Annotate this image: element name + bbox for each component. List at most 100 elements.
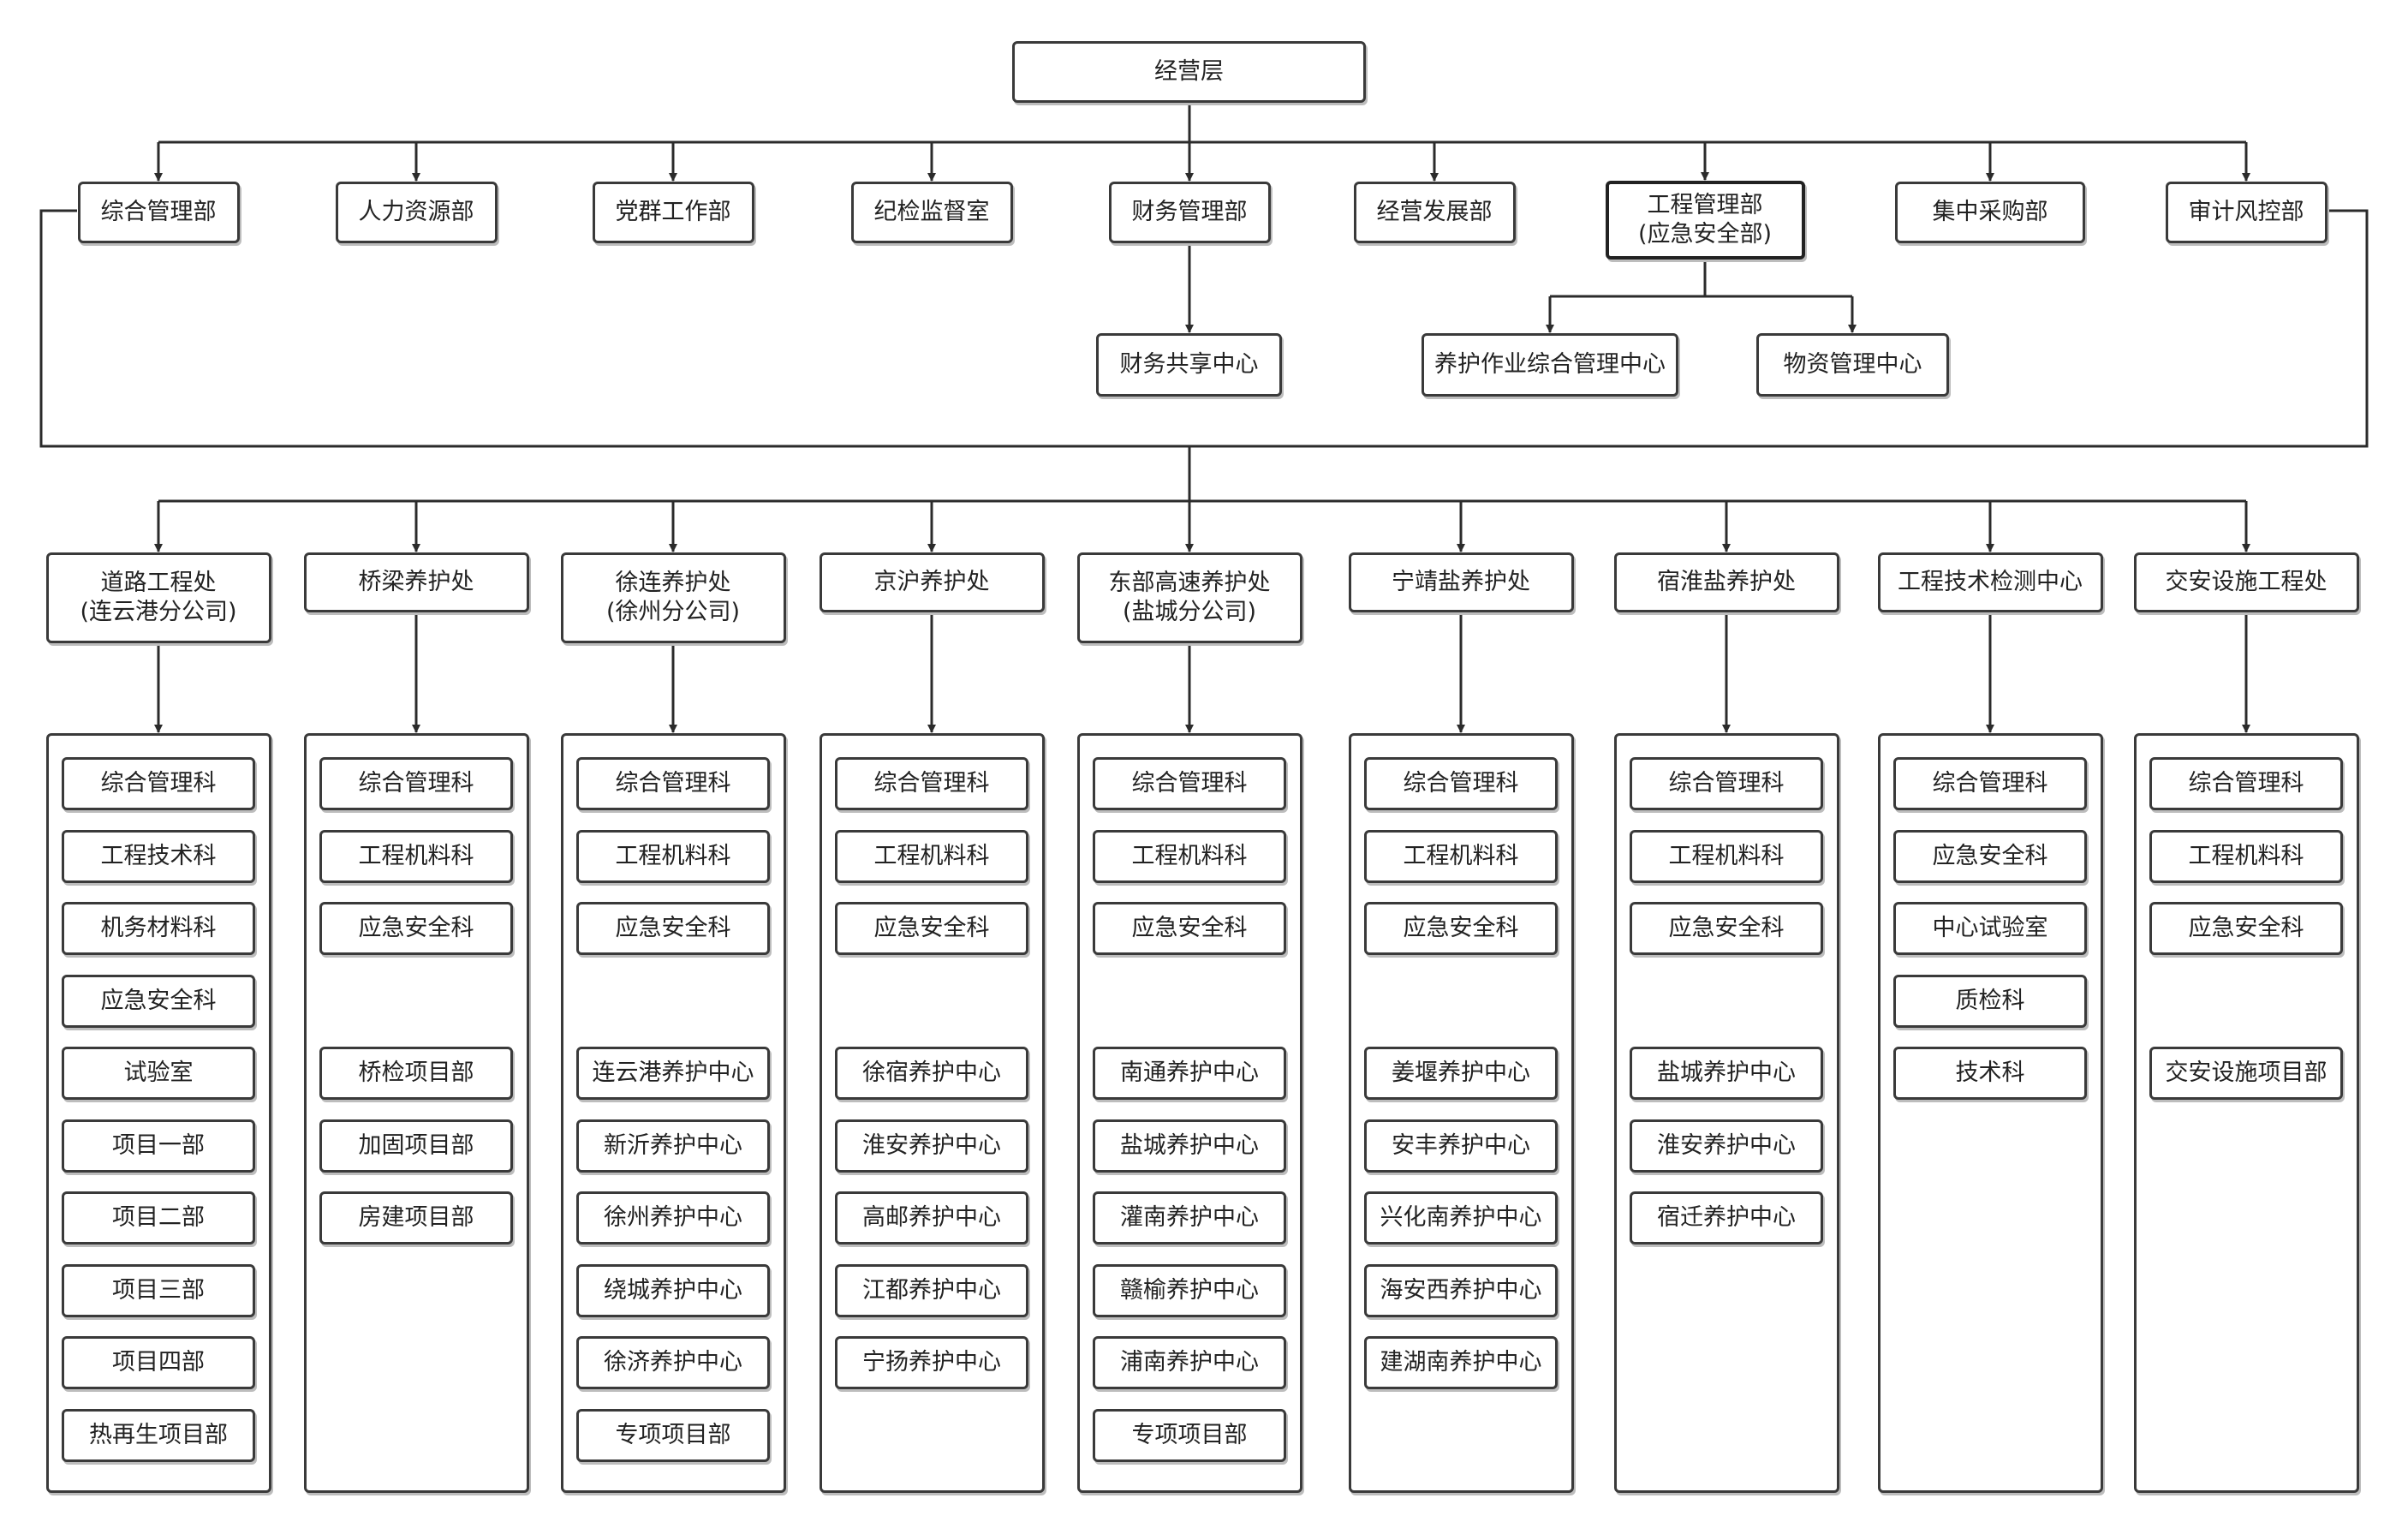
department-box: 审计风控部 (2165, 182, 2328, 243)
unit-box-label: 热再生项目部 (89, 1421, 228, 1448)
branch-box: 东部高速养护处(盐城分公司) (1076, 552, 1302, 643)
unit-box-label: 桥检项目部 (358, 1059, 474, 1087)
unit-box-label: 姜堰养护中心 (1392, 1059, 1530, 1087)
branch-box-label: 工程技术检测中心 (1898, 569, 2083, 596)
department-box: 工程管理部(应急安全部) (1605, 181, 1805, 260)
unit-box: 综合管理科 (1093, 757, 1286, 810)
unit-box: 应急安全科 (1093, 902, 1286, 955)
department-box-label: 审计风控部 (2188, 199, 2304, 226)
unit-box: 徐州养护中心 (576, 1191, 770, 1245)
branch-box-label: 宁靖盐养护处 (1392, 569, 1530, 596)
unit-box: 项目一部 (62, 1119, 255, 1173)
unit-box-label: 宁扬养护中心 (862, 1349, 1001, 1376)
unit-box-label: 赣榆养护中心 (1120, 1276, 1259, 1304)
unit-box: 应急安全科 (1630, 902, 1823, 955)
branch-box-label: 京沪养护处 (873, 569, 990, 596)
unit-box-label: 徐州养护中心 (604, 1204, 742, 1232)
unit-box-label: 新沂养护中心 (604, 1131, 742, 1159)
unit-box-label: 盐城养护中心 (1120, 1131, 1259, 1159)
branch-box-label: 徐连养护处 (615, 570, 731, 597)
unit-box-label: 工程机料科 (2188, 842, 2304, 869)
unit-box-label: 工程机料科 (1131, 842, 1248, 869)
branch-box-label: (连云港分公司) (80, 599, 237, 625)
unit-box-label: 高邮养护中心 (862, 1204, 1001, 1232)
unit-box-label: 应急安全科 (358, 915, 474, 942)
department-box-label: 财务管理部 (1131, 199, 1248, 226)
unit-box: 房建项目部 (319, 1191, 513, 1245)
unit-box-label: 应急安全科 (615, 915, 731, 942)
unit-box-label: 工程机料科 (358, 842, 474, 869)
unit-box: 宿迁养护中心 (1630, 1191, 1823, 1245)
unit-box-label: 南通养护中心 (1120, 1059, 1259, 1087)
unit-box: 工程技术科 (62, 829, 255, 883)
unit-box: 桥检项目部 (319, 1047, 513, 1100)
unit-box: 姜堰养护中心 (1364, 1047, 1558, 1100)
unit-box-label: 工程机料科 (1403, 842, 1519, 869)
unit-box: 项目三部 (62, 1263, 255, 1317)
sub-department-box: 财务共享中心 (1096, 333, 1282, 397)
unit-box: 淮安养护中心 (835, 1119, 1028, 1173)
unit-box-label: 综合管理科 (358, 770, 474, 797)
unit-box: 建湖南养护中心 (1364, 1336, 1558, 1389)
unit-box: 综合管理科 (576, 757, 770, 810)
unit-box: 试验室 (62, 1047, 255, 1100)
branch-box: 宁靖盐养护处 (1348, 552, 1574, 612)
department-box: 人力资源部 (335, 182, 498, 243)
unit-box: 宁扬养护中心 (835, 1336, 1028, 1389)
unit-box: 综合管理科 (62, 757, 255, 810)
branch-box-label: 交安设施工程处 (2165, 569, 2328, 596)
unit-box-label: 应急安全科 (2188, 915, 2304, 942)
unit-box-label: 专项项目部 (1131, 1421, 1248, 1448)
sub-department-box: 养护作业综合管理中心 (1422, 333, 1678, 397)
unit-box: 中心试验室 (1893, 902, 2087, 955)
department-box: 集中采购部 (1895, 182, 2085, 243)
unit-box: 盐城养护中心 (1093, 1119, 1286, 1173)
unit-box: 加固项目部 (319, 1119, 513, 1173)
unit-box: 应急安全科 (2149, 902, 2343, 955)
unit-box: 安丰养护中心 (1364, 1119, 1558, 1173)
unit-box-label: 工程机料科 (1668, 842, 1785, 869)
unit-box: 淮安养护中心 (1630, 1119, 1823, 1173)
unit-box-label: 绕城养护中心 (604, 1276, 742, 1304)
unit-box: 盐城养护中心 (1630, 1047, 1823, 1100)
unit-box-label: 灌南养护中心 (1120, 1204, 1259, 1232)
unit-box-label: 浦南养护中心 (1120, 1349, 1259, 1376)
branch-box-label: 桥梁养护处 (358, 569, 474, 596)
department-box: 经营发展部 (1353, 182, 1516, 243)
unit-box: 工程机料科 (319, 829, 513, 883)
branch-box-label: (盐城分公司) (1122, 599, 1257, 625)
unit-box: 灌南养护中心 (1093, 1191, 1286, 1245)
unit-box-label: 宿迁养护中心 (1657, 1204, 1796, 1232)
branch-box-label: 道路工程处 (100, 570, 217, 597)
unit-box: 江都养护中心 (835, 1263, 1028, 1317)
unit-box-label: 徐济养护中心 (604, 1349, 742, 1376)
unit-box: 专项项目部 (576, 1408, 770, 1462)
unit-box-label: 综合管理科 (1932, 770, 2048, 797)
unit-box: 南通养护中心 (1093, 1047, 1286, 1100)
unit-box-label: 应急安全科 (1131, 915, 1248, 942)
sub-department-box-label: 财务共享中心 (1119, 351, 1259, 379)
department-box-label: 综合管理部 (100, 199, 217, 226)
department-box-label: 纪检监督室 (873, 199, 990, 226)
unit-box: 工程机料科 (2149, 829, 2343, 883)
unit-box-label: 安丰养护中心 (1392, 1131, 1530, 1159)
unit-box: 徐宿养护中心 (835, 1047, 1028, 1100)
branch-box: 徐连养护处(徐州分公司) (560, 552, 786, 643)
sub-department-box: 物资管理中心 (1756, 333, 1949, 397)
unit-box: 海安西养护中心 (1364, 1263, 1558, 1317)
department-box-label: 集中采购部 (1932, 199, 2048, 226)
unit-box-label: 应急安全科 (873, 915, 990, 942)
branch-box: 交安设施工程处 (2133, 552, 2359, 612)
unit-box-label: 盐城养护中心 (1657, 1059, 1796, 1087)
unit-box-label: 工程机料科 (873, 842, 990, 869)
unit-box: 应急安全科 (62, 974, 255, 1028)
unit-box: 应急安全科 (576, 902, 770, 955)
unit-box-label: 综合管理科 (1668, 770, 1785, 797)
unit-box: 机务材料科 (62, 902, 255, 955)
unit-box: 专项项目部 (1093, 1408, 1286, 1462)
department-box: 综合管理部 (77, 182, 240, 243)
department-box-label: 工程管理部 (1647, 192, 1763, 219)
unit-box-label: 技术科 (1955, 1059, 2025, 1087)
branch-box-label: (徐州分公司) (605, 599, 741, 625)
